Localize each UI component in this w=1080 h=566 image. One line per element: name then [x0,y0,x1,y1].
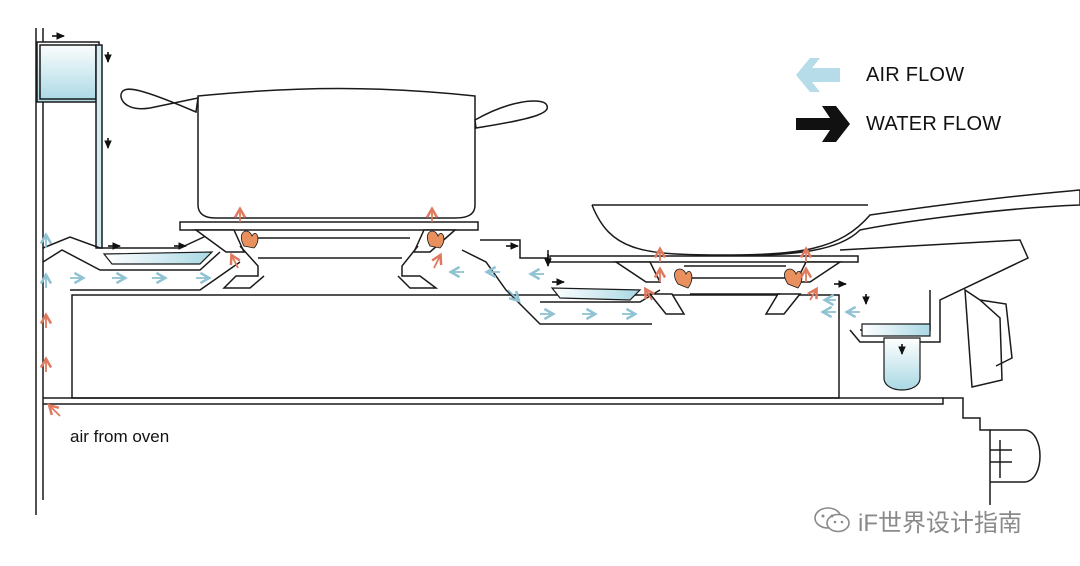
legend-water-flow-label: WATER FLOW [866,113,1002,135]
legend-air-flow-icon [796,58,840,92]
burner-right [613,261,843,315]
legend-water-flow-icon [796,106,850,142]
wechat-icon [814,507,850,533]
watermark-text: iF世界设计指南 [858,510,1022,537]
hot-air-arrows [46,210,816,417]
wall-tank [35,28,103,515]
duct-outline [42,235,1029,343]
cabinet-body [43,288,1041,505]
burner-left [193,229,457,289]
flames [240,230,803,289]
water-channels [102,251,931,391]
pot [120,87,548,231]
pan [549,189,1080,263]
water-flow-arrows [52,32,906,355]
air-from-oven-label: air from oven [70,427,170,446]
cool-air-arrows [46,236,860,314]
legend-air-flow-label: AIR FLOW [866,64,965,86]
